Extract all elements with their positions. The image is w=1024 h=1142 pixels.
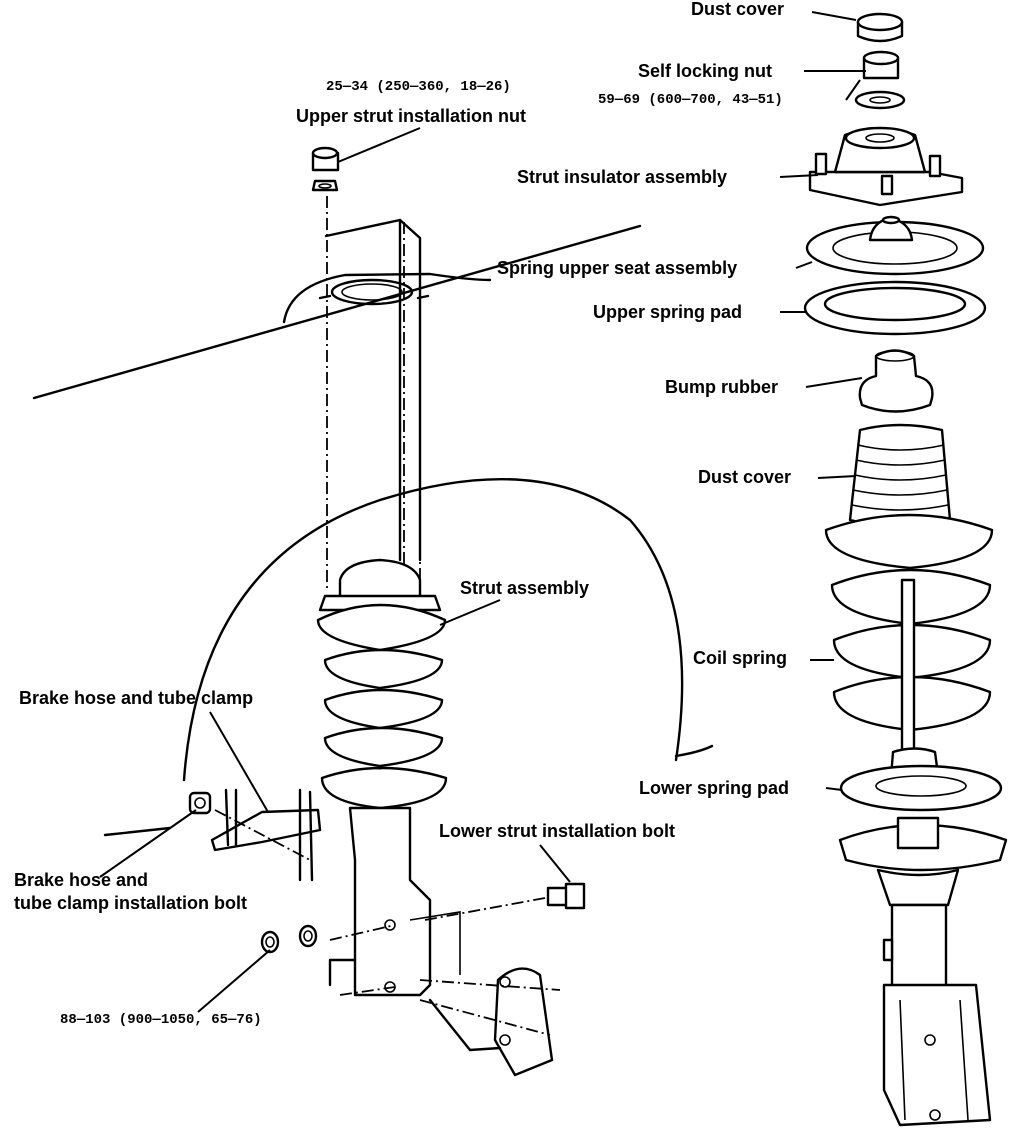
strut-insulator-part (808, 126, 964, 207)
lower-bolt-part (546, 882, 586, 910)
label-brake-hose-tube-clamp: Brake hose and tube clamp (19, 688, 254, 708)
knuckle-fragment (419, 967, 561, 1077)
label-self-locking-nut-torque: 59—69 (600—700, 43—51) (598, 92, 783, 108)
label-upper-nut-torque: 25—34 (250—360, 18—26) (326, 79, 511, 95)
lower-nuts-part (260, 924, 318, 954)
label-lower-bolt-torque: 88—103 (900—1050, 65—76) (60, 1012, 262, 1028)
label-upper-spring-pad: Upper spring pad (593, 302, 743, 322)
label-upper-strut-installation-nut: Upper strut installation nut (296, 106, 527, 126)
lower-spring-pad-part (839, 747, 1003, 812)
label-brake-hose-bolt-line2: tube clamp installation bolt (14, 893, 248, 913)
label-dust-cover-mid: Dust cover (698, 467, 792, 487)
label-lower-spring-pad: Lower spring pad (639, 778, 790, 798)
label-spring-upper-seat-assembly: Spring upper seat assembly (497, 258, 738, 278)
wheel-arc-lines (103, 477, 714, 837)
left-strut-assembly (316, 558, 546, 997)
mid-dust-cover-part (848, 423, 952, 528)
upper-strut-nut-part (311, 146, 340, 192)
label-lower-strut-installation-bolt: Lower strut installation bolt (439, 821, 676, 841)
label-bump-rubber: Bump rubber (665, 377, 779, 397)
bump-rubber-part (858, 349, 934, 413)
leader-lines (99, 11, 866, 1013)
top-dust-cover-part (856, 12, 904, 43)
label-brake-hose-bolt-line1: Brake hose and (14, 870, 149, 890)
self-locking-nut-part (854, 50, 906, 110)
upper-spring-pad-part (803, 280, 987, 336)
coil-spring-part (824, 513, 994, 752)
label-strut-insulator-assembly: Strut insulator assembly (517, 167, 728, 187)
right-strut-body-part (838, 816, 1008, 1127)
alignment-dash-lines (326, 196, 421, 590)
label-coil-spring: Coil spring (693, 648, 787, 668)
label-strut-assembly: Strut assembly (460, 578, 590, 598)
label-self-locking-nut: Self locking nut (638, 61, 773, 81)
label-dust-cover-top: Dust cover (691, 0, 785, 19)
brake-clamp-part (188, 788, 322, 882)
spring-upper-seat-part (805, 215, 985, 276)
